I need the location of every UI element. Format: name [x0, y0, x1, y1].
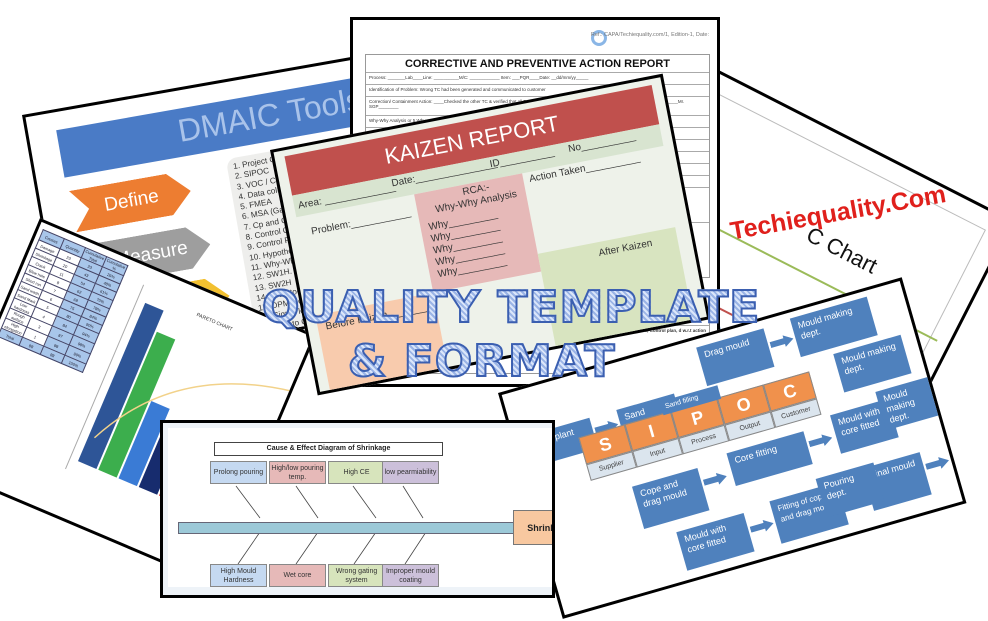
cause-wet-core: Wet core [269, 564, 326, 587]
capa-title: CORRECTIVE AND PREVENTIVE ACTION REPORT [404, 58, 671, 70]
fishbone-panel: Cause & Effect Diagram of Shrinkage Prol… [168, 428, 552, 587]
arrow-icon [924, 455, 950, 473]
block-mould-making: Mould making dept. [875, 375, 945, 431]
phase-define: Define [69, 170, 194, 232]
capa-row: Identification of Problem: Wrong TC had … [366, 84, 709, 96]
problem-field: Problem:___________ [310, 207, 412, 238]
arrow-icon [749, 517, 775, 535]
cumulative-line [93, 383, 293, 439]
arrow-icon [702, 470, 728, 488]
block-drag-mould: Drag mould [696, 328, 775, 387]
cause-prolong-pouring: Prolong pouring [210, 461, 267, 484]
cause-improper-coating: Improper mould coating [382, 564, 439, 587]
headline-line1: QUALITY TEMPLATE [261, 281, 761, 334]
block-mould-core: Mould with core fitted [676, 512, 755, 571]
block-core-fitting: Core fitting [726, 431, 813, 487]
fishbone-bones [235, 485, 427, 565]
cause-high-ce: High CE [328, 461, 385, 484]
fishbone-title: Cause & Effect Diagram of Shrinkage [214, 442, 443, 456]
rca-box: RCA:- Why-Why Analysis Why_________ Why_… [414, 173, 542, 293]
arrow-icon [769, 333, 795, 351]
headline-line2: & FORMAT [347, 335, 616, 388]
arrow-icon [808, 432, 834, 450]
pareto-chart: PARETO CHART [65, 284, 310, 540]
logo-icon [591, 30, 607, 46]
block-cope-drag: Cope and drag mould [632, 467, 710, 529]
effect-shrinkage: Shrinkage [513, 510, 552, 545]
capa-row: Process: _______Lab____Line: __________M… [366, 72, 709, 84]
capa-ref: Ref.: CAPA/Techiequality.com/1, Edition-… [590, 32, 709, 38]
cause-wrong-gating: Wrong gating system [328, 564, 385, 587]
fishbone-sheet: Cause & Effect Diagram of Shrinkage Prol… [160, 420, 555, 598]
cause-high-mould-hardness: High Mould Hardness [210, 564, 267, 587]
cause-low-permeability: low pearmiability [382, 461, 439, 484]
cause-pouring-temp: High/low pouring temp. [269, 461, 326, 484]
fishbone-spine [178, 522, 516, 534]
